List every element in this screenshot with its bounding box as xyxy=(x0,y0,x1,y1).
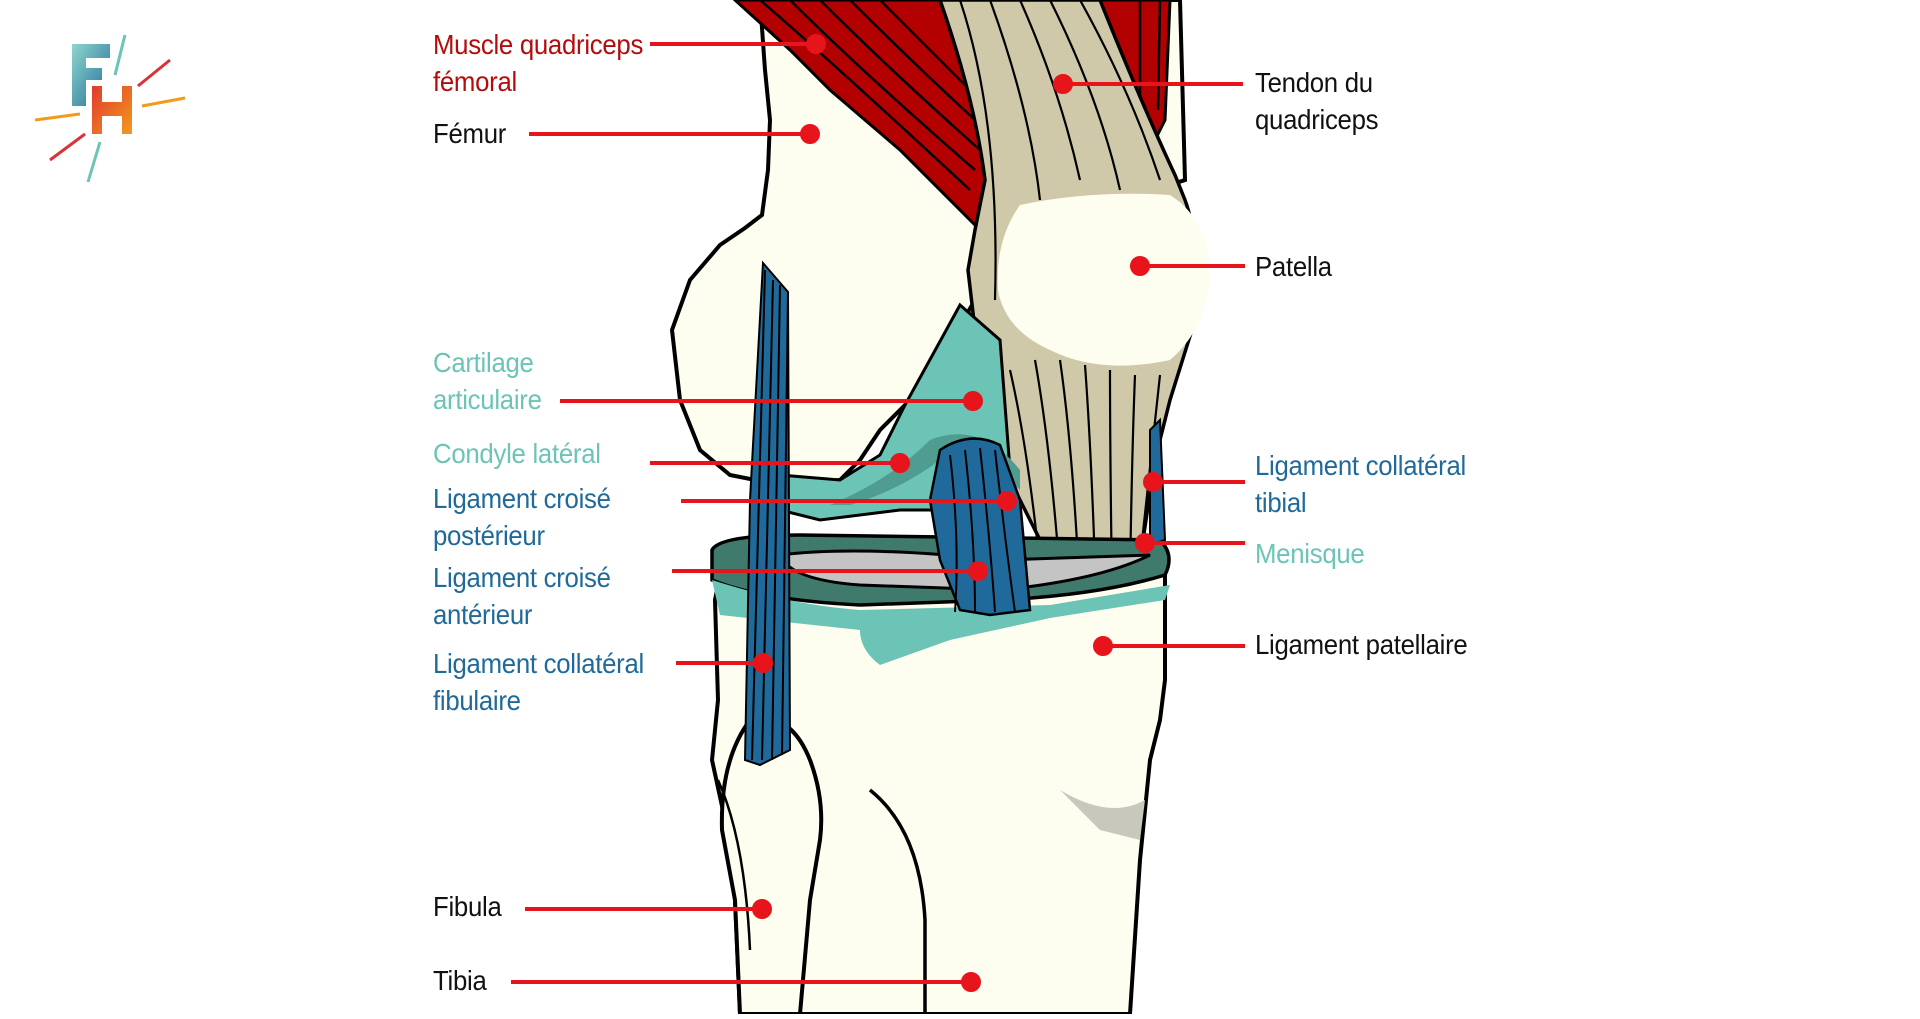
leader-dot-tendon xyxy=(1053,74,1073,94)
label-line: Fibula xyxy=(433,891,502,922)
leader-dot-lca xyxy=(968,561,988,581)
leader-dot-muscle xyxy=(806,34,826,54)
label-patella: Patella xyxy=(1255,248,1332,285)
leader-dot-condyle xyxy=(890,453,910,473)
label-lca: Ligament croisé antérieur xyxy=(433,559,611,633)
label-line: articulaire xyxy=(433,384,542,415)
label-line: Patella xyxy=(1255,251,1332,282)
leader-lines xyxy=(511,34,1245,992)
leader-dot-fibula xyxy=(752,899,772,919)
label-lcf: Ligament collatéral fibulaire xyxy=(433,645,644,719)
label-line: quadriceps xyxy=(1255,104,1379,135)
label-line: Tendon du xyxy=(1255,67,1373,98)
leader-dot-tibia xyxy=(961,972,981,992)
label-line: Ligament patellaire xyxy=(1255,629,1468,660)
label-lct: Ligament collatéral tibial xyxy=(1255,447,1466,521)
label-line: fibulaire xyxy=(433,685,521,716)
patella-shape xyxy=(997,193,1210,366)
label-tendon-quadriceps: Tendon du quadriceps xyxy=(1255,64,1379,138)
label-femur: Fémur xyxy=(433,115,506,152)
leader-dot-lcf xyxy=(753,653,773,673)
label-line: Muscle quadriceps xyxy=(433,29,644,60)
label-line: postérieur xyxy=(433,520,545,551)
label-line: Tibia xyxy=(433,965,487,996)
label-line: Condyle latéral xyxy=(433,438,601,469)
leader-dot-patella xyxy=(1130,256,1150,276)
logo-text: FH xyxy=(30,30,32,31)
tibia-tuberosity-shade xyxy=(1060,790,1145,840)
leader-dot-lct xyxy=(1143,472,1163,492)
label-line: Fémur xyxy=(433,118,507,149)
label-line: antérieur xyxy=(433,599,533,630)
label-fibula: Fibula xyxy=(433,888,502,925)
leader-dot-patellaire xyxy=(1093,636,1113,656)
leader-dot-lcp xyxy=(997,491,1017,511)
label-line: tibial xyxy=(1255,487,1307,518)
label-line: Ligament croisé xyxy=(433,562,611,593)
leader-dot-femur xyxy=(800,124,820,144)
label-cartilage: Cartilage articulaire xyxy=(433,344,542,418)
fibula-inner-line xyxy=(716,779,752,951)
leader-dot-cartilage xyxy=(963,391,983,411)
label-condyle: Condyle latéral xyxy=(433,435,601,472)
label-line: Cartilage xyxy=(433,347,534,378)
label-line: fémoral xyxy=(433,66,517,97)
label-line: Ligament croisé xyxy=(433,483,611,514)
label-line: Ligament collatéral xyxy=(1255,450,1466,481)
label-muscle-quadriceps: Muscle quadriceps fémoral xyxy=(433,26,643,100)
cruciate-fibers xyxy=(949,447,1016,613)
label-line: Menisque xyxy=(1255,538,1365,569)
label-lcp: Ligament croisé postérieur xyxy=(433,480,611,554)
fcl-fibers xyxy=(751,269,789,761)
label-ligament-patellaire: Ligament patellaire xyxy=(1255,626,1468,663)
tibia-inner-line xyxy=(868,788,927,1014)
label-menisque: Menisque xyxy=(1255,535,1365,572)
label-tibia: Tibia xyxy=(433,962,487,999)
tibial-plateau-cartilage xyxy=(712,580,1170,665)
leader-dot-menisque xyxy=(1135,533,1155,553)
fh-logo-icon: FH xyxy=(30,30,186,183)
label-line: Ligament collatéral xyxy=(433,648,644,679)
